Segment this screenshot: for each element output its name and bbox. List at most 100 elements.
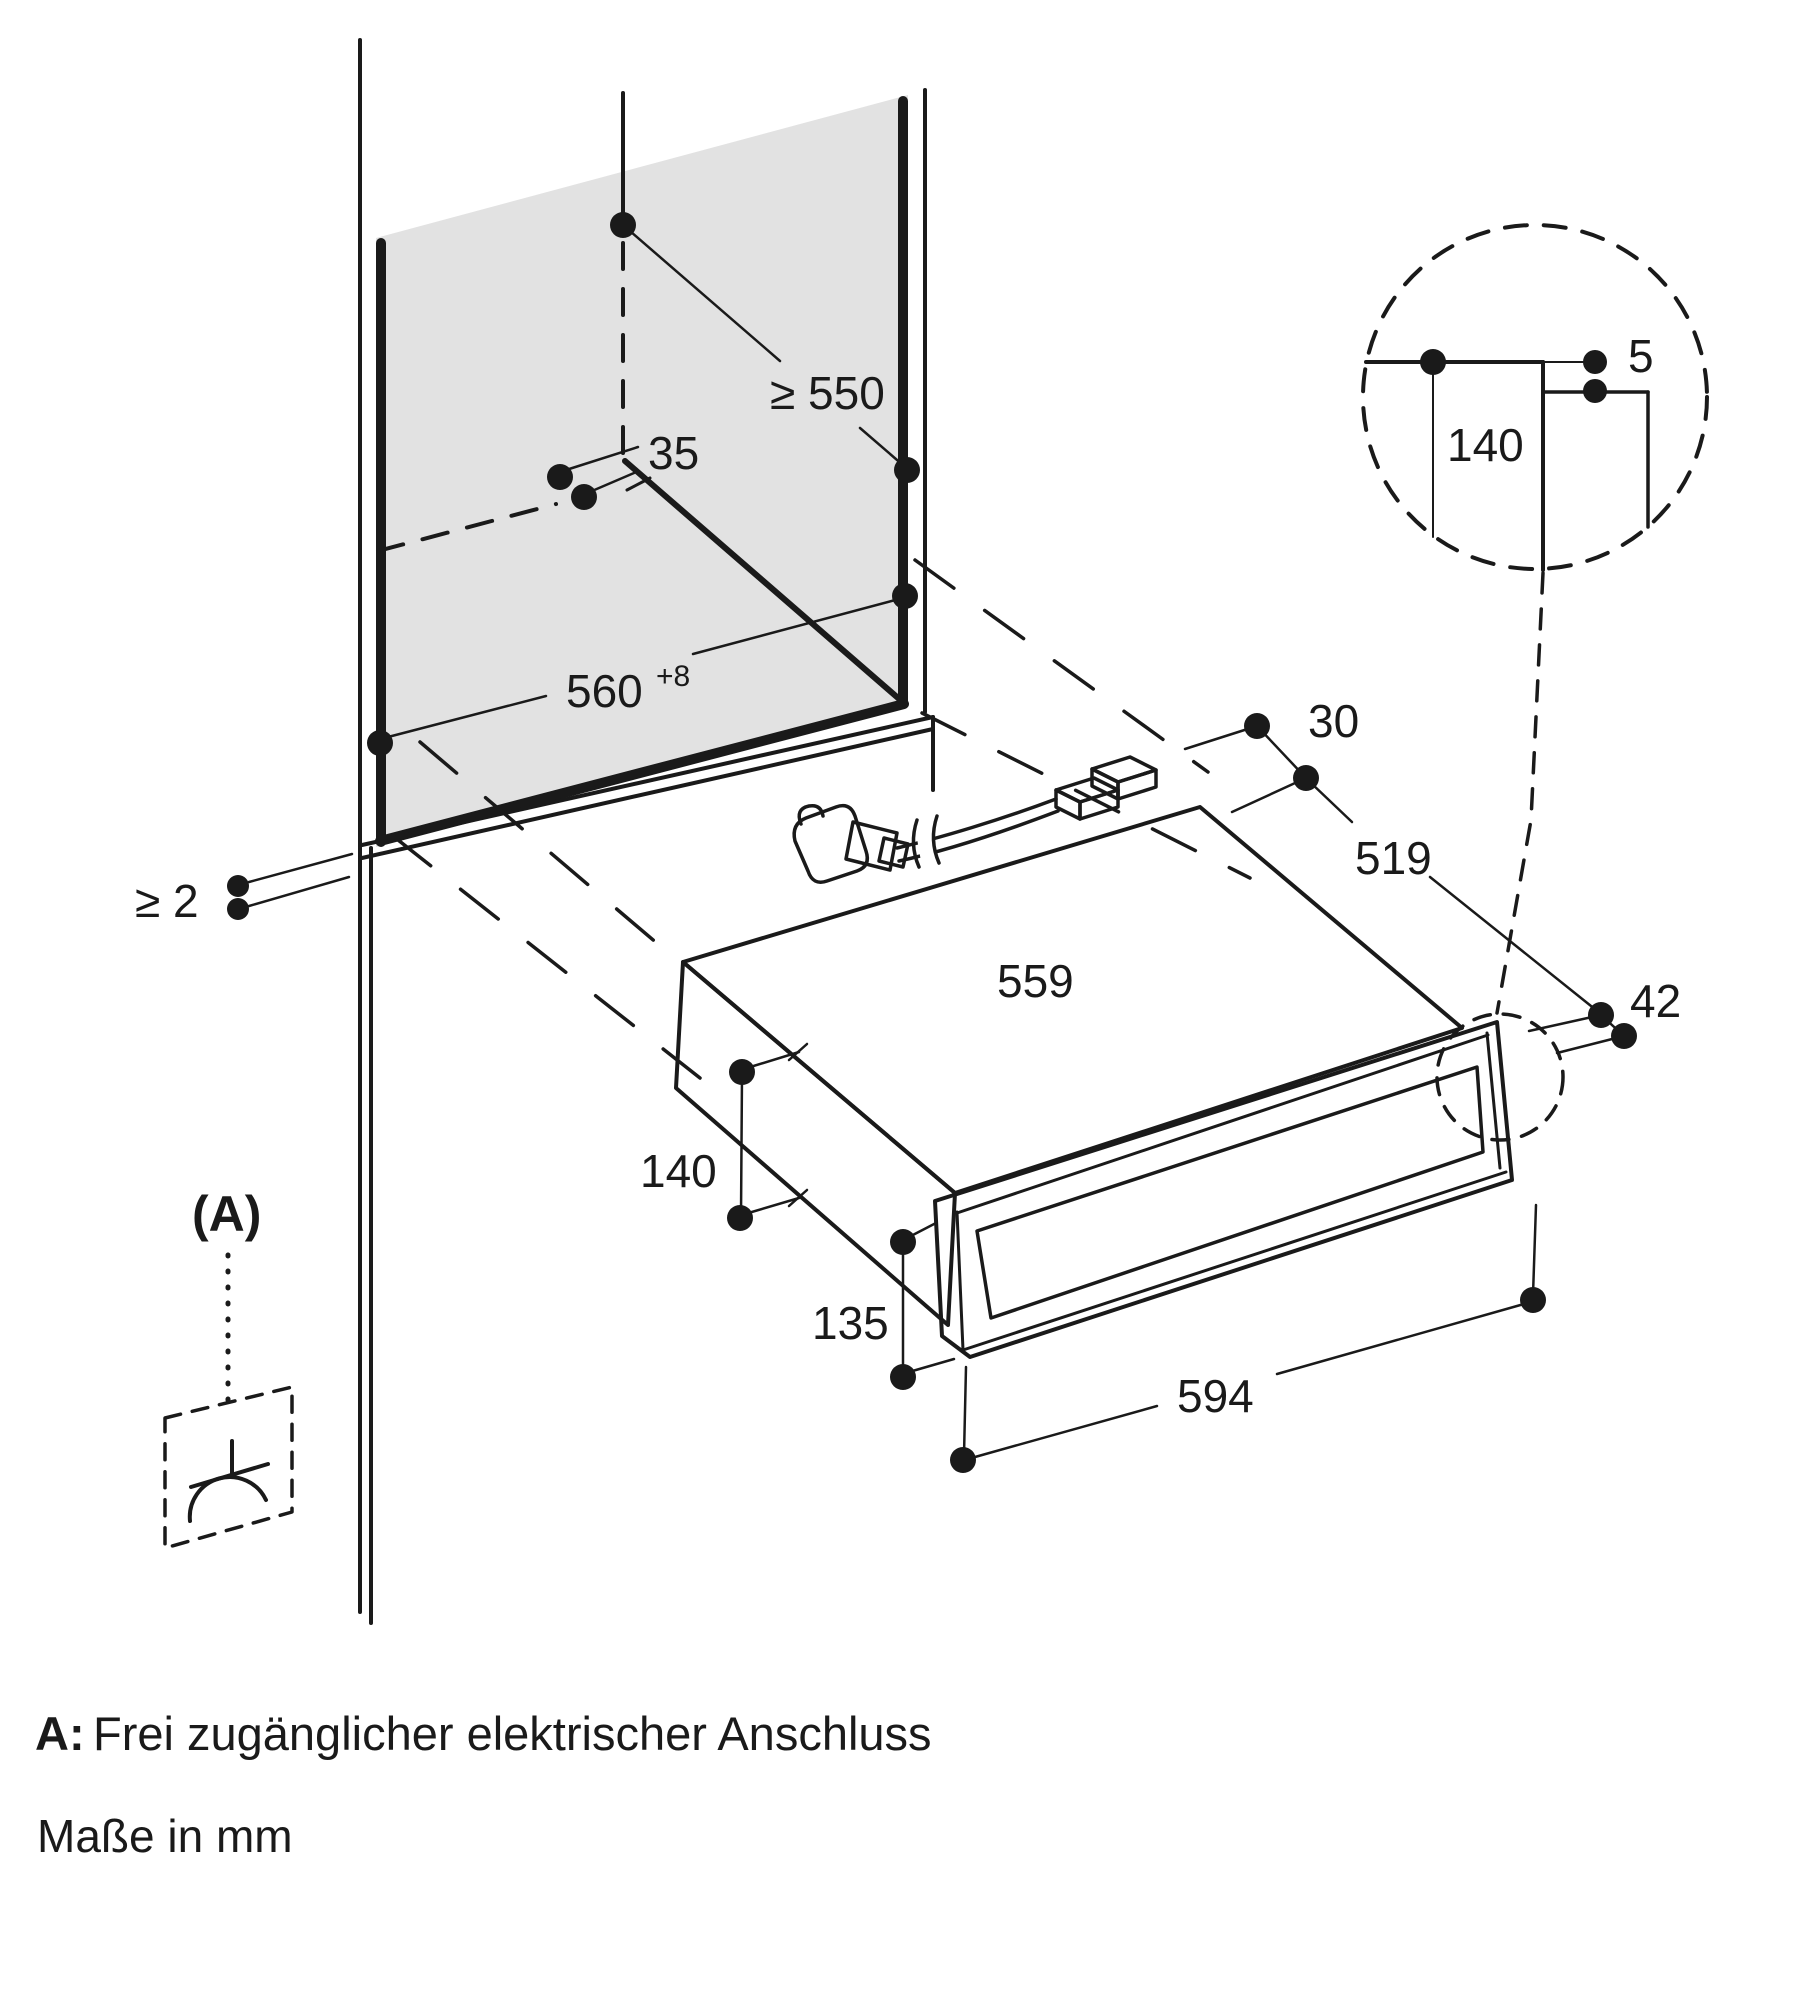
dim-point (1420, 349, 1446, 375)
dim-point (571, 484, 597, 510)
dim-side-gap-label: ≥ 2 (135, 875, 199, 927)
dim-rear-clearance-leader-2 (1230, 776, 1308, 814)
dim-niche-height-leader-bottom (743, 1196, 801, 1216)
dim-body-depth-line-lower (1428, 875, 1598, 1012)
cable-break-mark-right (931, 814, 941, 865)
dim-tick (787, 1188, 809, 1208)
detail-reference-circle (1435, 1012, 1565, 1142)
dim-anchor-offset-leader-1 (564, 445, 640, 472)
units-note: Maße in mm (37, 1810, 293, 1862)
cable-break-mark-left (911, 818, 921, 869)
front-panel-bottom-strip-line (961, 1170, 1508, 1352)
dim-front-width-label: 594 (1177, 1370, 1254, 1422)
dim-point (890, 1229, 916, 1255)
dim-point (890, 1364, 916, 1390)
dim-point (610, 212, 636, 238)
dim-point (892, 583, 918, 609)
dim-point (950, 1447, 976, 1473)
power-cord (792, 755, 1158, 884)
dim-niche-height-leader-top (745, 1050, 801, 1070)
dim-body-depth: 519 (1309, 781, 1598, 1012)
dim-point (367, 730, 393, 756)
plug-body (792, 803, 870, 884)
niche-back-panel (376, 95, 908, 847)
dim-niche-width: 560 +8 (367, 583, 918, 756)
dim-anchor-offset-label: 35 (648, 427, 699, 479)
dim-niche-height: 140 (640, 1042, 809, 1231)
connector-block-b-side (1116, 768, 1158, 801)
connection-marker-label: (A) (192, 1186, 261, 1242)
dim-point (227, 875, 249, 897)
cable-break-mask (913, 813, 939, 874)
socket-arc (187, 1475, 268, 1523)
socket-dashed-box (163, 1385, 294, 1550)
dim-body-depth-label: 519 (1355, 832, 1432, 884)
dim-niche-height-label: 140 (640, 1145, 717, 1197)
niche-panel-bottom-band (375, 699, 909, 846)
dim-rear-clearance: 30 (1183, 695, 1359, 814)
dim-niche-depth: ≥ 550 (610, 212, 920, 483)
dim-point (1244, 713, 1270, 739)
dim-body-height: 135 (812, 1221, 956, 1390)
dim-point (1588, 1002, 1614, 1028)
niche-corner-tick (625, 476, 652, 492)
dim-niche-depth-leader-bottom (858, 426, 906, 468)
dim-point (227, 898, 249, 920)
detail-reference-leader (1495, 571, 1545, 1015)
dim-body-width-label: 559 (997, 955, 1074, 1007)
dim-point (1520, 1287, 1546, 1313)
cable-connector (1054, 755, 1158, 821)
appliance-drawer (674, 805, 1514, 1359)
detail-callout: 140 5 (1361, 223, 1709, 1142)
projection-line-right-upper (913, 558, 1210, 774)
connector-block-b-top (1090, 755, 1158, 784)
dim-side-gap-leader-2 (247, 875, 351, 908)
dim-point (1583, 350, 1607, 374)
dim-niche-width-label: 560 (566, 665, 643, 717)
projection-line-left-lower (391, 834, 702, 1080)
dim-anchor-offset: 35 (547, 427, 699, 510)
dim-detail-gap-label: 5 (1628, 330, 1654, 382)
front-panel-outer (933, 1020, 1514, 1359)
niche-hidden-floor-edge (376, 502, 558, 553)
dim-body-height-leader-bottom (907, 1357, 956, 1374)
drawer-left-face (674, 960, 957, 1327)
note-a-text: Frei zugänglicher elektrischer Anschluss (93, 1707, 932, 1760)
projection-line-left-upper (418, 740, 674, 958)
dim-body-width: 559 (997, 955, 1074, 1007)
plug-front-block (844, 820, 899, 872)
counter-front-edge-upper (360, 715, 935, 847)
dim-niche-depth-leader-top (621, 223, 782, 363)
dim-rear-clearance-label: 30 (1308, 695, 1359, 747)
projection-line-right-lower (920, 711, 1252, 880)
front-panel-right-cap-line (1485, 1031, 1502, 1170)
power-plug (792, 803, 910, 884)
front-panel-left-cap-line (955, 1210, 965, 1352)
dim-front-width-line-left (973, 1404, 1159, 1459)
note-a-prefix: A: (35, 1707, 85, 1760)
plug-nub (797, 803, 825, 826)
connection-marker: (A) (163, 1186, 294, 1550)
connector-block-a-front (1054, 788, 1082, 821)
dim-front-width-line-right (1275, 1302, 1526, 1376)
dim-body-height-label: 135 (812, 1297, 889, 1349)
dim-front-width: 594 (950, 1203, 1546, 1473)
niche-interior-corner-edge (622, 458, 908, 707)
counter-front-edge-lower (360, 727, 935, 860)
projection-lines (391, 558, 1252, 1080)
dim-niche-width-leader-right (691, 597, 901, 656)
dim-niche-depth-label: ≥ 550 (770, 367, 885, 419)
detail-circle (1361, 223, 1709, 571)
dim-niche-width-leader-left (386, 694, 548, 739)
dim-point (727, 1205, 753, 1231)
dim-front-width-ext-left (962, 1365, 968, 1457)
dim-front-width-ext-right (1531, 1203, 1538, 1297)
notes: A: Frei zugänglicher elektrischer Anschl… (35, 1707, 932, 1862)
dim-front-overhang: 42 (1527, 975, 1681, 1055)
dim-anchor-offset-leader-2 (590, 471, 636, 493)
dim-tick (787, 1042, 809, 1062)
front-panel-opening (975, 1065, 1485, 1320)
dim-niche-width-tolerance-label: +8 (656, 660, 690, 693)
